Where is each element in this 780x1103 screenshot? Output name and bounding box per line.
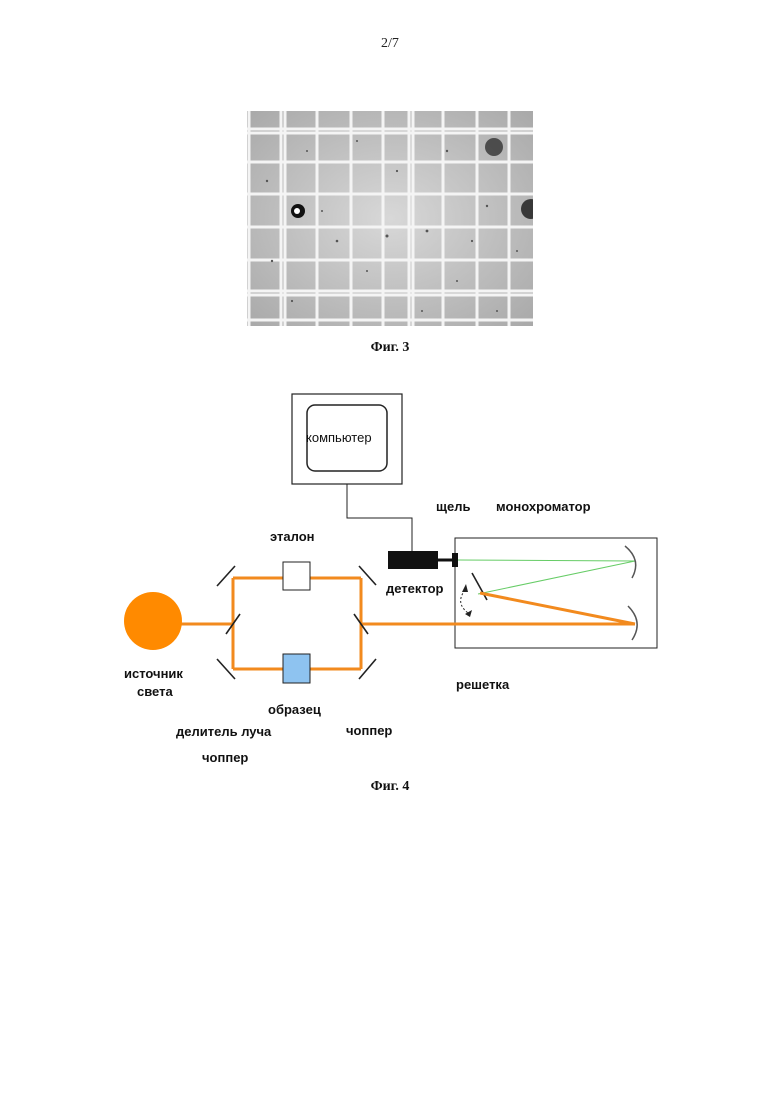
slit-label: щель xyxy=(436,499,470,514)
chopper-bottom-label: чоппер xyxy=(202,750,248,765)
computer-label: компьютер xyxy=(306,430,372,445)
beam-splitter-label: делитель луча xyxy=(176,724,271,739)
detector-label: детектор xyxy=(386,581,444,596)
grating-label: решетка xyxy=(456,677,509,692)
light-source-label-line1: источник xyxy=(124,666,183,681)
detector xyxy=(388,551,438,569)
computer-cable xyxy=(347,484,412,551)
monochromator-label: монохроматор xyxy=(496,499,591,514)
figure-4-diagram: компьютер щель монохроматор эталон детек… xyxy=(110,388,670,778)
etalon-box xyxy=(283,562,310,590)
sample-label: образец xyxy=(268,702,321,717)
sample-box xyxy=(283,654,310,683)
figure-4-caption: Фиг. 4 xyxy=(0,779,780,795)
light-source-label-line2: света xyxy=(137,684,173,699)
chopper-right-label: чоппер xyxy=(346,723,392,738)
light-source-sphere xyxy=(124,592,182,650)
etalon-label: эталон xyxy=(270,529,314,544)
slit xyxy=(452,553,458,567)
page-number: 2/7 xyxy=(0,36,780,52)
figure-3-photo xyxy=(247,111,533,326)
figure-3-caption: Фиг. 3 xyxy=(0,340,780,356)
grid-photo-image xyxy=(247,111,533,326)
